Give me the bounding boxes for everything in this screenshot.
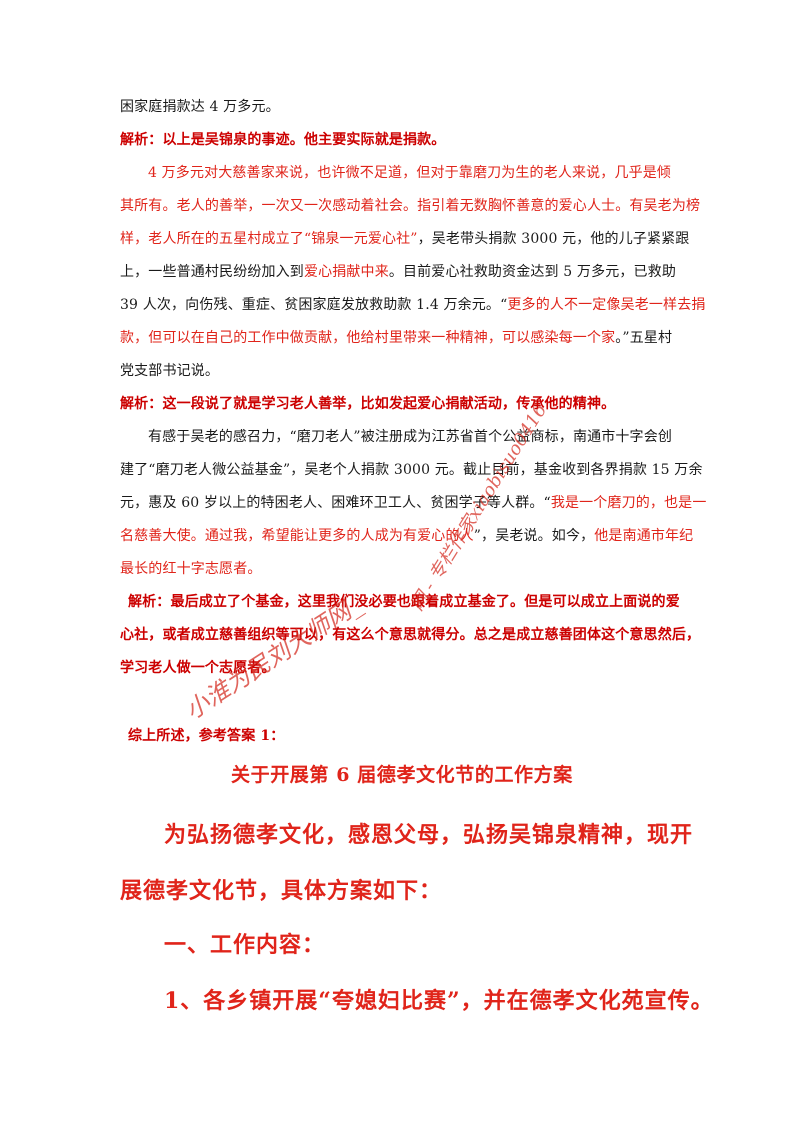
summary-label: 综上所述，参考答案 1： xyxy=(128,728,285,744)
text-span: 款，但可以在自己的工作中做贡献，他给村里带来一种精神，可以感染每一个家 xyxy=(120,330,616,346)
paragraph-line: 名慈善大使。通过我，希望能让更多的人成为有爱心的人”，吴老说。如今，他是南通市年… xyxy=(120,526,693,546)
text-span: 爱心捐献中来 xyxy=(303,264,389,280)
plan-title: 关于开展第 6 届德孝文化节的工作方案 xyxy=(231,764,573,786)
section-heading: 一、工作内容： xyxy=(164,932,326,958)
paragraph-line: 4 万多元对大慈善家来说，也许微不足道，但对于靠磨刀为生的老人来说，几乎是倾 xyxy=(148,165,672,181)
text-span: 。”五星村 xyxy=(615,330,673,346)
text-span: 更多的人不一定像吴老一样去捐 xyxy=(507,297,706,313)
text-span: ”，吴老说。如今， xyxy=(473,528,595,544)
paragraph-line: 有感于吴老的感召力，“磨刀老人”被注册成为江苏省首个公益商标，南通市十字会创 xyxy=(148,429,673,445)
paragraph-line: 困家庭捐款达 4 万多元。 xyxy=(120,99,280,115)
text-span: 上，一些普通村民纷纷加入到 xyxy=(120,264,304,280)
analysis-note-1: 解析：以上是吴锦泉的事迹。他主要实际就是捐款。 xyxy=(120,132,446,148)
text-span: 。目前爱心社救助资金达到 5 万多元，已救助 xyxy=(388,264,676,280)
paragraph-line: 39 人次，向伤残、重症、贫困家庭发放救助款 1.4 万余元。“更多的人不一定像… xyxy=(120,295,706,315)
text-span: 名慈善大使。通过我，希望能让更多的人成为有爱心的人 xyxy=(120,528,474,544)
text-span: 他是南通市年纪 xyxy=(594,528,694,544)
paragraph-line: 上，一些普通村民纷纷加入到爱心捐献中来。目前爱心社救助资金达到 5 万多元，已救… xyxy=(120,262,676,282)
paragraph-line: 其所有。老人的善举，一次又一次感动着社会。指引着无数胸怀善意的爱心人士。有吴老为… xyxy=(120,198,701,214)
paragraph-line: 最长的红十字志愿者。 xyxy=(120,561,262,577)
text-span: 39 人次，向伤残、重症、贫困家庭发放救助款 1.4 万余元。“ xyxy=(120,297,508,313)
analysis-note-3: 心社，或者成立慈善组织等可以，有这么个意思就得分。总之是成立慈善团体这个意思然后… xyxy=(120,627,701,643)
analysis-note-3: 学习老人做一个志愿者。 xyxy=(120,660,276,676)
text-span: 我是一个磨刀的，也是一 xyxy=(550,495,707,511)
text-span: 样，老人所在的五星村成立了“锦泉一元爱心社” xyxy=(120,231,418,247)
plan-intro: 展德孝文化节，具体方案如下： xyxy=(120,878,443,904)
text-span: ，吴老带头捐款 3000 元，他的儿子紧紧跟 xyxy=(417,231,690,247)
plan-intro: 为弘扬德孝文化，感恩父母，弘扬吴锦泉精神，现开 xyxy=(164,822,694,848)
paragraph-line: 元，惠及 60 岁以上的特困老人、困难环卫工人、贫困学子等人群。“我是一个磨刀的… xyxy=(120,493,706,513)
text-span: 元，惠及 60 岁以上的特困老人、困难环卫工人、贫困学子等人群。“ xyxy=(120,495,551,511)
list-item: 1、各乡镇开展“夸媳妇比赛”，并在德孝文化苑宣传。 xyxy=(164,988,714,1014)
paragraph-line: 样，老人所在的五星村成立了“锦泉一元爱心社”，吴老带头捐款 3000 元，他的儿… xyxy=(120,229,689,249)
paragraph-line: 建了“磨刀老人微公益基金”，吴老个人捐款 3000 元。截止目前，基金收到各界捐… xyxy=(120,462,703,478)
paragraph-line: 款，但可以在自己的工作中做贡献，他给村里带来一种精神，可以感染每一个家。”五星村 xyxy=(120,328,672,348)
paragraph-line: 党支部书记说。 xyxy=(120,363,220,379)
analysis-note-2: 解析：这一段说了就是学习老人善举，比如发起爱心捐献活动，传承他的精神。 xyxy=(120,396,616,412)
analysis-note-3: 解析：最后成立了个基金，这里我们没必要也跟着成立基金了。但是可以成立上面说的爱 xyxy=(128,594,680,610)
